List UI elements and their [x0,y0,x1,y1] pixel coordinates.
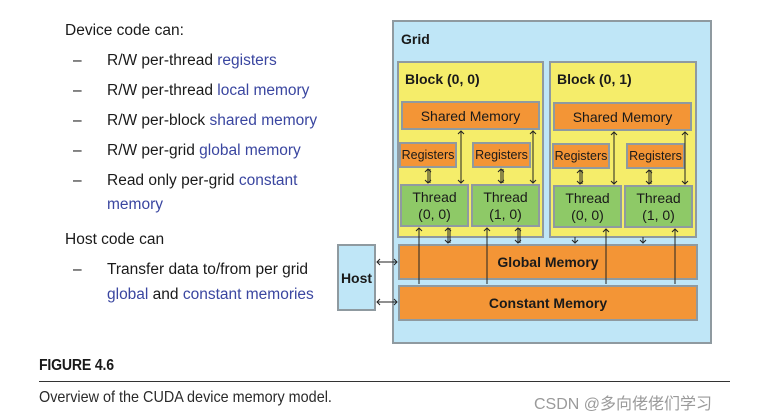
item-highlight: registers [217,52,277,69]
item-text: and [148,286,183,303]
bullet-dash: – [73,52,82,69]
thread-index: (1, 0) [642,206,675,223]
figure-caption: Overview of the CUDA device memory model… [39,389,332,406]
thread-name: Thread [412,188,457,205]
shared-memory-box: Shared Memory [401,101,540,130]
device-item-constant-continuation: memory [107,196,163,213]
item-highlight: global memory [199,142,301,159]
grid-label: Grid [401,31,430,47]
host-code-heading: Host code can [65,231,165,248]
device-item-constant-memory: Read only per-grid constant [107,172,297,190]
block-label: Block (0, 0) [405,71,480,87]
device-item-local-memory: R/W per-thread local memory [107,82,309,100]
shared-memory-box: Shared Memory [553,102,692,131]
registers-box: Registers [472,142,531,168]
host-item-transfer-continuation: global and constant memories [107,286,314,304]
item-highlight: shared memory [209,112,318,129]
item-highlight: global [107,286,149,303]
thread-index: (0, 0) [571,206,604,223]
bullet-dash: – [73,172,82,189]
registers-box: Registers [552,143,610,169]
item-highlight: constant memories [182,286,314,303]
device-item-registers: R/W per-thread registers [107,52,277,70]
thread-name: Thread [565,189,610,206]
thread-box: Thread (0, 0) [553,185,622,228]
item-text: R/W per-block [107,112,210,129]
thread-index: (0, 0) [418,205,451,222]
global-memory-box: Global Memory [398,244,698,280]
thread-box: Thread (1, 0) [471,184,540,227]
figure-label: FIGURE 4.6 [39,357,114,374]
thread-name: Thread [636,189,681,206]
item-highlight: local memory [217,82,310,99]
device-item-shared-memory: R/W per-block shared memory [107,112,317,130]
device-item-global-memory: R/W per-grid global memory [107,142,301,160]
item-text: R/W per-thread [107,52,218,69]
item-highlight: constant [238,172,298,189]
device-code-heading: Device code can: [65,22,184,39]
watermark: CSDN @多向佬佬们学习 [534,396,713,413]
bullet-dash: – [73,112,82,129]
bullet-dash: – [73,82,82,99]
caption-rule [39,381,730,382]
item-text: Read only per-grid [107,172,239,189]
registers-box: Registers [399,142,457,168]
constant-memory-box: Constant Memory [398,285,698,321]
thread-box: Thread (1, 0) [624,185,693,228]
host-box: Host [337,244,376,311]
thread-box: Thread (0, 0) [400,184,469,227]
block-label: Block (0, 1) [557,71,632,87]
item-text: R/W per-grid [107,142,200,159]
bullet-dash: – [73,142,82,159]
registers-box: Registers [626,143,685,169]
host-item-transfer: Transfer data to/from per grid [107,261,309,278]
bullet-dash: – [73,261,82,278]
thread-index: (1, 0) [489,205,522,222]
item-text: R/W per-thread [107,82,218,99]
thread-name: Thread [483,188,528,205]
